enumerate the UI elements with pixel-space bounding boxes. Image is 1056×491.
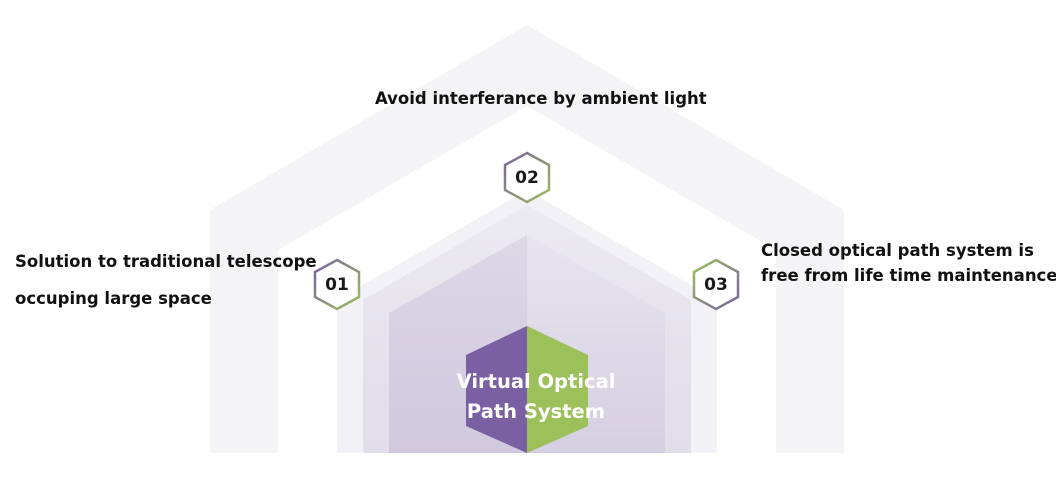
badge-03: 03 bbox=[692, 258, 740, 311]
outer-house-outline bbox=[210, 25, 844, 453]
feature-02-text: Avoid interferance by ambient light bbox=[375, 89, 707, 108]
center-title: Virtual Optical Path System bbox=[430, 367, 642, 427]
feature-01-text-line2: occuping large space bbox=[15, 289, 212, 308]
feature-01-text-line1: Solution to traditional telescope bbox=[15, 252, 317, 271]
badge-01-number: 01 bbox=[325, 275, 349, 295]
badge-01: 01 bbox=[313, 258, 361, 311]
badge-02-number: 02 bbox=[515, 168, 539, 188]
center-title-line2: Path System bbox=[466, 400, 606, 423]
feature-03-text-line2: free from life time maintenance bbox=[761, 266, 1056, 285]
badge-03-number: 03 bbox=[704, 275, 728, 295]
badge-02: 02 bbox=[503, 151, 551, 204]
center-title-line1: Virtual Optical bbox=[456, 370, 616, 393]
center-hexagon-green-face bbox=[527, 326, 588, 453]
center-hexagon-purple-face bbox=[466, 326, 527, 453]
feature-03-text-line1: Closed optical path system is bbox=[761, 241, 1034, 260]
